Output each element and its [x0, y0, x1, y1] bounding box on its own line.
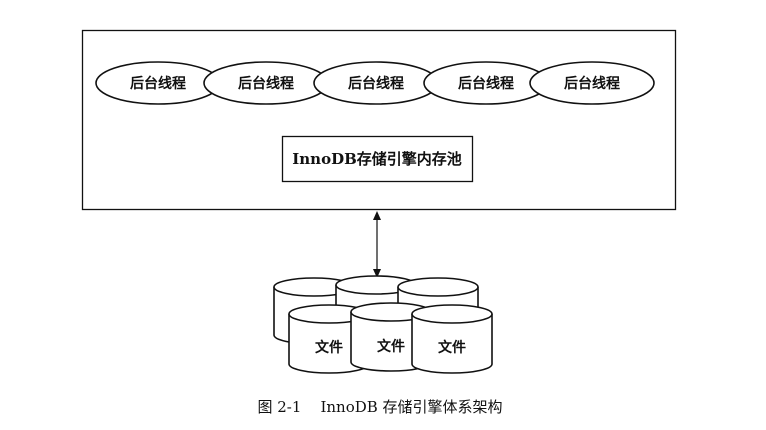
background-thread-2: 后台线程 [203, 61, 329, 105]
file-label: 文件 [438, 339, 466, 356]
buffer-pool: InnoDB存储引擎内存池 [281, 135, 474, 183]
file-cylinder-2: 文件 [350, 302, 432, 372]
background-thread-label: 后台线程 [564, 75, 620, 92]
instance-box [81, 29, 677, 211]
background-thread-label: 后台线程 [238, 75, 294, 92]
file-label: 文件 [315, 339, 343, 356]
buffer-pool-label: InnoDB存储引擎内存池 [292, 150, 462, 168]
file-label: 文件 [377, 338, 405, 355]
background-thread-label: 后台线程 [130, 75, 186, 92]
background-thread-label: 后台线程 [458, 75, 514, 92]
file-cylinder-3: 文件 [411, 304, 493, 374]
background-thread-3: 后台线程 [313, 61, 439, 105]
figure-caption: 图 2-1 InnoDB 存储引擎体系架构 [257, 398, 502, 416]
background-thread-1: 后台线程 [95, 61, 221, 105]
background-threads-group: 后台线程 后台线程 后台线程 后台线程 后台线程 [95, 61, 655, 105]
background-thread-5: 后台线程 [529, 61, 655, 105]
background-thread-label: 后台线程 [348, 75, 404, 92]
bidirectional-arrow [373, 211, 381, 278]
